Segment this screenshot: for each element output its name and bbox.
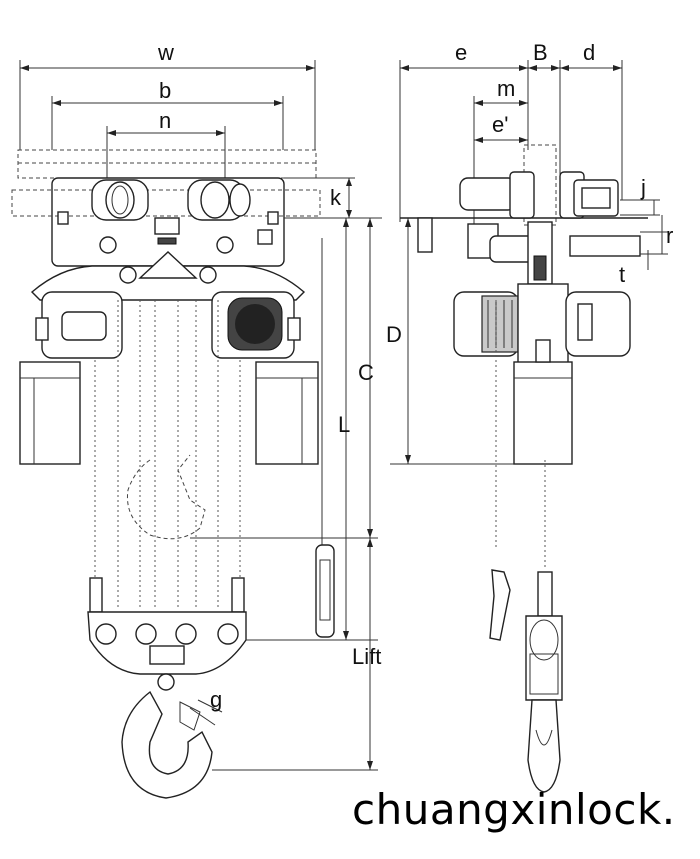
- side-chains: [495, 300, 546, 570]
- dimension-b: [51, 96, 284, 150]
- side-weight-box: [513, 339, 573, 465]
- side-weights: [19, 361, 319, 465]
- bottom-block: [87, 577, 247, 675]
- dim-label-r: r: [666, 223, 673, 248]
- dim-label-t: t: [619, 262, 625, 287]
- load-hook: [121, 673, 213, 799]
- dim-label-g: g: [210, 687, 222, 712]
- dimension-n: [106, 126, 226, 180]
- front-view: w b n: [11, 40, 382, 799]
- trolley-frame: [11, 177, 321, 267]
- dim-label-d: d: [583, 40, 595, 65]
- dim-label-w: w: [157, 40, 174, 65]
- dimension-d-height: [390, 218, 516, 465]
- chains: [94, 300, 241, 610]
- watermark-text: chuangxinlock.: [352, 785, 676, 834]
- dim-label-big-d: D: [386, 322, 402, 347]
- dimension-c-l-lift: [190, 217, 382, 771]
- dim-label-lift: Lift: [352, 644, 381, 669]
- side-view: e B d m e': [386, 40, 673, 793]
- dim-label-k: k: [330, 185, 342, 210]
- dimension-e-prime: [474, 137, 528, 143]
- side-bottom-block: [525, 571, 563, 793]
- side-trolley: [400, 144, 648, 285]
- beam-outline: [17, 149, 317, 179]
- dimension-e-b-d: [399, 60, 623, 222]
- dim-label-n: n: [159, 108, 171, 133]
- dimension-j-r-t: [620, 199, 668, 270]
- dim-label-b: b: [159, 78, 171, 103]
- dim-label-e: e: [455, 40, 467, 65]
- dim-label-m: m: [497, 76, 515, 101]
- dim-label-c: C: [358, 360, 374, 385]
- side-hoist-motor: [453, 283, 631, 365]
- dim-label-e-prime: e': [492, 112, 508, 137]
- dim-label-l: L: [338, 412, 350, 437]
- dimension-w: [19, 60, 316, 150]
- dimension-g: [189, 699, 223, 726]
- pendant-control: [315, 238, 335, 638]
- dim-label-big-b: B: [533, 40, 548, 65]
- dim-label-j: j: [640, 175, 646, 200]
- hook-raised-outline: [126, 454, 206, 540]
- hoist-body: [30, 251, 306, 359]
- side-pendant: [489, 569, 511, 641]
